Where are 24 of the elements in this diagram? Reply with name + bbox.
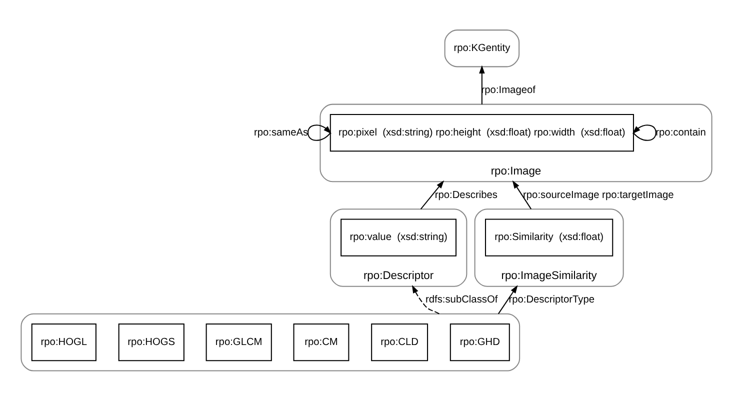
- edge-label: rpo:contain: [656, 126, 706, 138]
- arrow: [412, 284, 440, 314]
- node-box: rpo:KGentity: [444, 29, 520, 67]
- edge-label: rdfs:subClassOf: [425, 294, 498, 306]
- node-box: rpo:pixel (xsd:string) rpo:height (xsd:float) rpo:width (xsd:float): [330, 113, 634, 152]
- edge-label: rpo:Describes: [434, 189, 498, 200]
- arrow: [308, 124, 332, 140]
- node-box: rpo:value (xsd:string): [340, 218, 457, 256]
- node-box: rpo:CLD: [371, 323, 428, 361]
- node-box: rpo:Similarity (xsd:float): [485, 218, 614, 256]
- node-box: rpo:CM: [293, 323, 350, 361]
- arrow: [512, 180, 532, 209]
- node-box: rpo:GLCM: [206, 323, 272, 361]
- edge-label: rpo:DescriptorType: [508, 294, 595, 306]
- node-box: rpo:GHD: [450, 323, 510, 361]
- node-box: rpo:HOGL: [31, 323, 96, 361]
- edge-label: rpo:sameAs: [254, 126, 308, 138]
- edge-label: rpo:sourceImage rpo:targetImage: [523, 189, 674, 200]
- arrow: [479, 64, 485, 104]
- cluster: [20, 312, 520, 371]
- arrow: [498, 284, 518, 314]
- arrow: [420, 180, 444, 209]
- node-box: rpo:HOGS: [118, 323, 184, 361]
- arrow: [632, 124, 656, 140]
